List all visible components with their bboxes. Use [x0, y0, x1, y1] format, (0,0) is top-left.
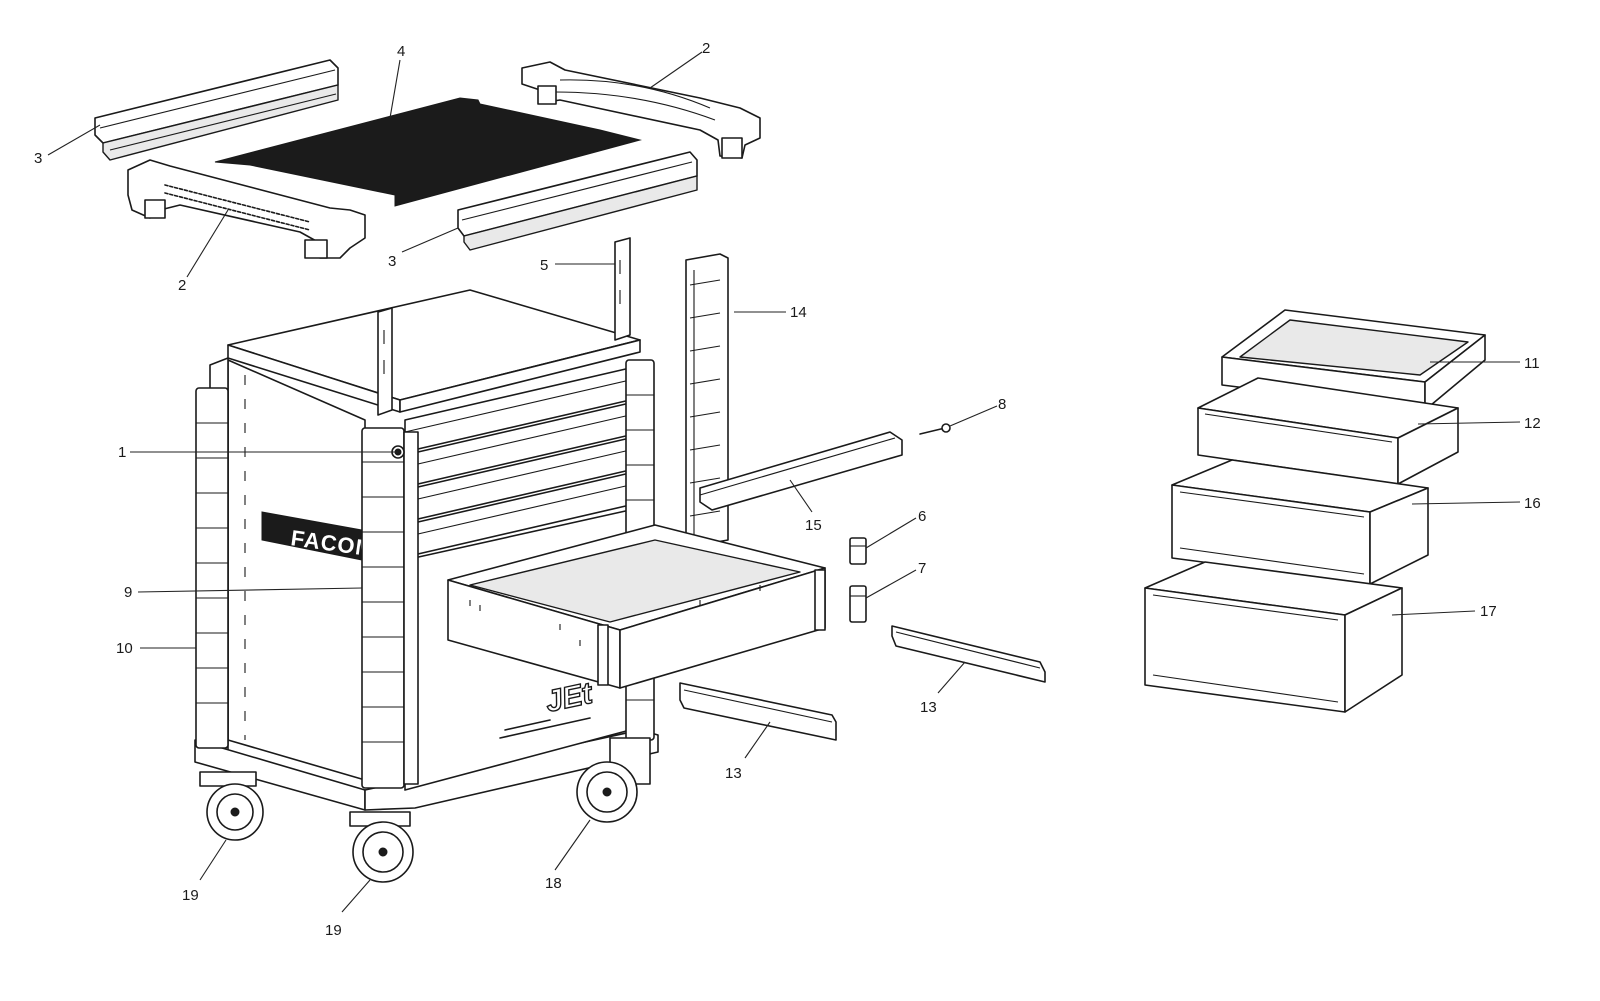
callout-19: 19: [182, 887, 199, 904]
callout-11: 14: [790, 304, 807, 321]
top-mat: [214, 97, 642, 207]
front-column: [361, 427, 419, 789]
callout-3: 3: [34, 150, 42, 167]
caster-front-left: [349, 811, 414, 883]
horizontal-bar: [699, 431, 903, 511]
callout-13: 13: [920, 699, 937, 716]
stop-block-lower: [849, 585, 867, 623]
leader-lines: [47, 51, 1521, 913]
upright-rail: [685, 253, 729, 547]
callout-19: 19: [325, 922, 342, 939]
caster-front-right: [576, 737, 651, 823]
callout-1: 1: [118, 444, 126, 461]
handle-bottom-left: [127, 159, 366, 259]
callout-14: 11: [1524, 355, 1540, 372]
callout-16: 16: [1524, 495, 1541, 512]
callout-13: 13: [725, 765, 742, 782]
callout-12: 15: [805, 517, 822, 534]
rear-column: [195, 387, 229, 749]
callout-2: 2: [702, 40, 710, 57]
drawer-slide-2: [679, 682, 837, 741]
callout-8: 8: [998, 396, 1006, 413]
drawer-fronts: [404, 367, 631, 558]
bracket-strip: [377, 237, 631, 416]
callout-6: 6: [918, 508, 926, 525]
callout-10: 10: [116, 640, 133, 657]
callout-5: 5: [540, 257, 548, 274]
top-rail-left: [94, 59, 339, 161]
callout-7: 7: [918, 560, 926, 577]
open-drawer: [447, 524, 826, 689]
drawer-15: [1197, 377, 1459, 485]
stop-block-upper: [849, 537, 867, 565]
callout-9: 9: [124, 584, 132, 601]
lock-key: [919, 423, 951, 435]
callout-labels: 3 4 2 2 3 5 14 1 8 15 6 7 9 10 13 13 18 …: [34, 40, 1541, 939]
handle-top-right: [521, 61, 761, 159]
model-label: JEt: [543, 676, 597, 718]
callout-17: 17: [1480, 603, 1497, 620]
drawer-slide-1: [891, 625, 1046, 683]
callout-18: 18: [545, 875, 562, 892]
callout-15: 12: [1524, 415, 1541, 432]
caster-rear-left: [199, 771, 264, 841]
callout-4: 4: [397, 43, 405, 60]
callout-2: 2: [178, 277, 186, 294]
callout-3: 3: [388, 253, 396, 270]
drawer-17: [1144, 561, 1403, 713]
